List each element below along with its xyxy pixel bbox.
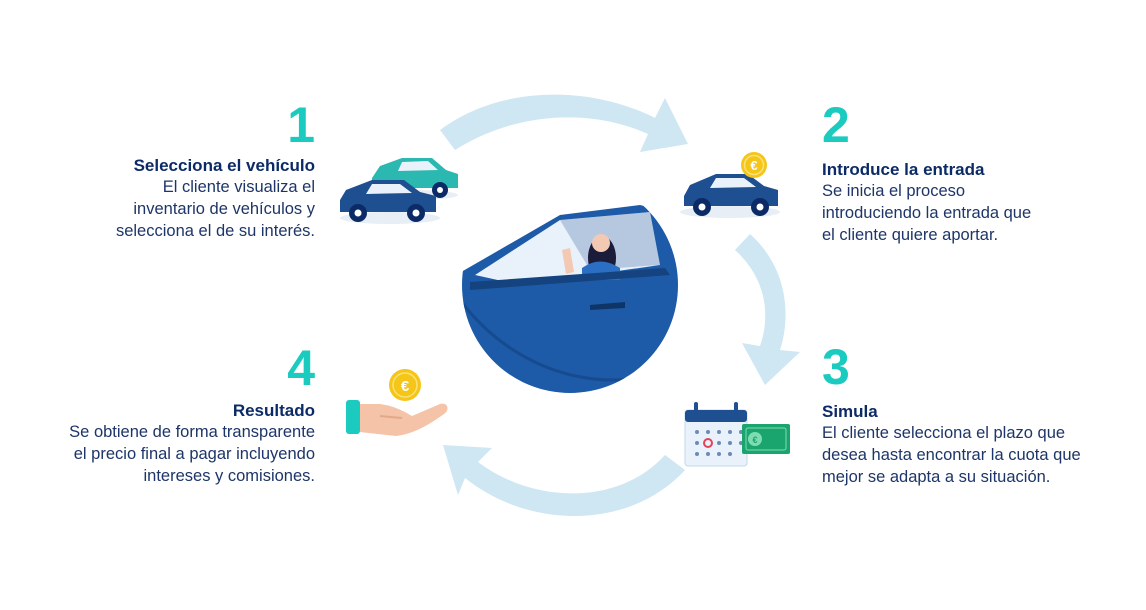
step-title: Selecciona el vehículo	[133, 156, 315, 175]
step-1: 1 Selecciona el vehículo El cliente visu…	[60, 100, 315, 242]
step-4: 4 Resultado Se obtiene de forma transpar…	[20, 343, 315, 487]
cycle-arrow-icon	[735, 234, 800, 385]
cycle-arrows	[440, 94, 800, 517]
description-line: intereses y comisiones.	[143, 467, 316, 485]
car-coin-icon: €	[680, 152, 780, 218]
step-title: Introduce la entrada	[822, 160, 985, 179]
cycle-arrow-icon	[443, 445, 685, 517]
description-line: mejor se adapta a su situación.	[822, 468, 1051, 486]
description-line: el precio final a pagar incluyendo	[73, 445, 315, 463]
step-title: Resultado	[232, 401, 315, 420]
step-description: Se obtiene de forma transparente el prec…	[20, 421, 315, 487]
description-line: introduciendo la entrada que	[822, 204, 1032, 222]
step-description: Se inicia el proceso introduciendo la en…	[822, 180, 1122, 246]
description-line: selecciona el de su interés.	[115, 222, 315, 240]
description-line: Se inicia el proceso	[822, 182, 966, 200]
hand-coin-icon: €	[346, 369, 448, 436]
description-line: inventario de vehículos y	[133, 200, 315, 218]
description-line: el cliente quiere aportar.	[822, 226, 999, 244]
step-number: 4	[287, 340, 315, 396]
step-number: 1	[287, 97, 315, 153]
cars-icon	[340, 158, 458, 224]
description-line: El cliente visualiza el	[162, 178, 315, 196]
calendar-money-icon: €	[684, 402, 790, 467]
step-description: El cliente selecciona el plazo que desea…	[822, 422, 1132, 488]
driver-car-icon	[462, 177, 678, 393]
step-3: 3 Simula El cliente selecciona el plazo …	[822, 342, 1132, 488]
coin-euro-symbol: €	[401, 378, 410, 395]
step-number: 2	[822, 97, 850, 153]
description-line: desea hasta encontrar la cuota que	[822, 446, 1081, 464]
description-line: Se obtiene de forma transparente	[69, 423, 315, 441]
step-2: 2 Introduce la entrada Se inicia el proc…	[822, 100, 1122, 246]
cycle-arrow-icon	[440, 94, 688, 152]
step-title: Simula	[822, 402, 878, 421]
coin-euro-symbol: €	[750, 158, 757, 173]
step-number: 3	[822, 339, 850, 395]
step-description: El cliente visualiza el inventario de ve…	[60, 176, 315, 242]
description-line: El cliente selecciona el plazo que	[822, 424, 1066, 442]
money-euro-symbol: €	[752, 435, 757, 445]
